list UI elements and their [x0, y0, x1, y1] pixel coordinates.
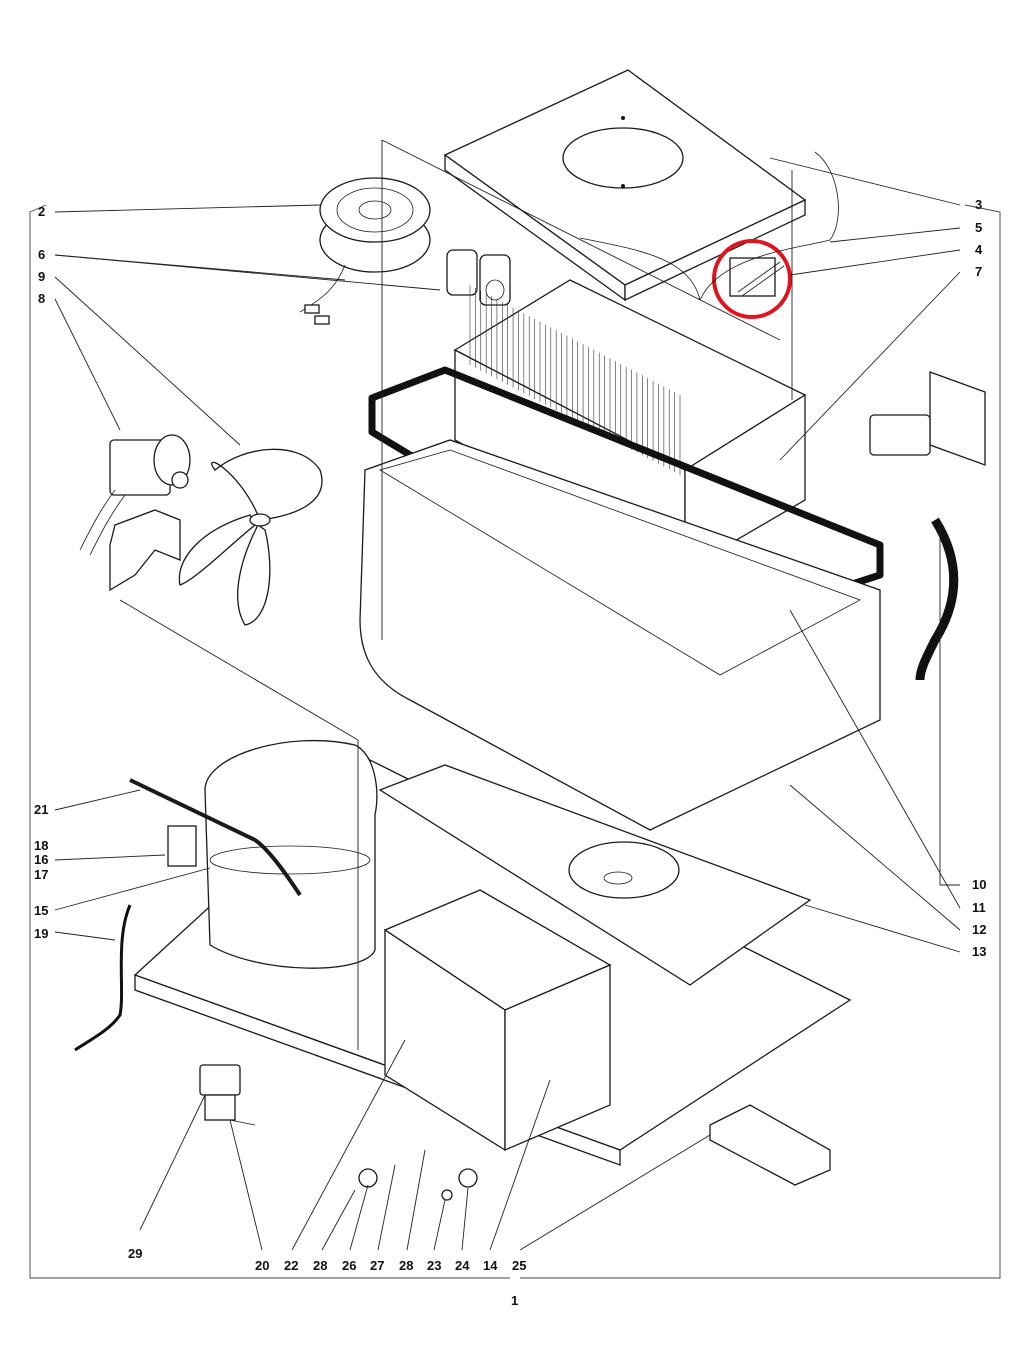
label-27: 27 [370, 1258, 384, 1273]
screw-hole [621, 116, 625, 120]
label-2: 2 [38, 204, 45, 219]
mounting-clip [709, 1104, 831, 1186]
solenoid-valve [199, 1064, 256, 1126]
capillary-tube [579, 237, 701, 301]
label-18: 18 [34, 838, 48, 853]
label-29: 29 [128, 1246, 142, 1261]
label-22: 22 [284, 1258, 298, 1273]
capillary-tube [699, 151, 839, 301]
label-24: 24 [455, 1258, 470, 1273]
label-17: 17 [34, 867, 48, 882]
label-16: 16 [34, 852, 48, 867]
power-cable [74, 904, 132, 1052]
label-8: 8 [38, 291, 45, 306]
leader-lines [54, 139, 961, 1251]
top-cover [443, 69, 807, 302]
motor-bracket [109, 509, 181, 592]
left-label-column: 2 6 9 8 21 18 16 17 15 19 [34, 204, 48, 941]
relay-box [167, 825, 197, 867]
bin-housing [359, 439, 881, 831]
fan-blade [178, 448, 323, 626]
label-6: 6 [38, 247, 45, 262]
highlight-circle [712, 239, 792, 319]
label-5: 5 [975, 220, 982, 235]
suction-line [129, 778, 302, 897]
label-11: 11 [972, 900, 986, 915]
right-label-column: 3 5 4 7 10 11 12 13 [972, 197, 986, 959]
rubber-mounts [446, 249, 511, 306]
label-14: 14 [483, 1258, 498, 1273]
label-25: 25 [512, 1258, 526, 1273]
label-19: 19 [34, 926, 48, 941]
label-4: 4 [975, 242, 983, 257]
thermostat-bracket [729, 257, 785, 297]
label-28-b: 28 [399, 1258, 413, 1273]
control-board [869, 371, 986, 681]
fan-motor [79, 434, 191, 556]
label-1: 1 [511, 1293, 518, 1308]
label-15: 15 [34, 903, 48, 918]
label-28-a: 28 [313, 1258, 327, 1273]
fan-guard [299, 177, 431, 325]
screw-hole [621, 184, 625, 188]
label-3: 3 [975, 197, 982, 212]
label-21: 21 [34, 802, 48, 817]
compressor [204, 739, 378, 969]
label-26: 26 [342, 1258, 356, 1273]
bottom-label-row: 29 20 22 28 26 27 28 23 24 14 25 1 [128, 1246, 526, 1308]
drain-hole [603, 871, 633, 885]
label-13: 13 [972, 944, 986, 959]
condenser-coil [383, 889, 612, 1152]
gasket [368, 366, 884, 636]
label-9: 9 [38, 269, 45, 284]
drain-cup [568, 841, 680, 899]
label-20: 20 [255, 1258, 269, 1273]
label-10: 10 [972, 877, 986, 892]
label-7: 7 [975, 264, 982, 279]
label-23: 23 [427, 1258, 441, 1273]
label-12: 12 [972, 922, 986, 937]
small-parts [358, 1168, 478, 1201]
diagram-frame [29, 204, 1001, 1279]
